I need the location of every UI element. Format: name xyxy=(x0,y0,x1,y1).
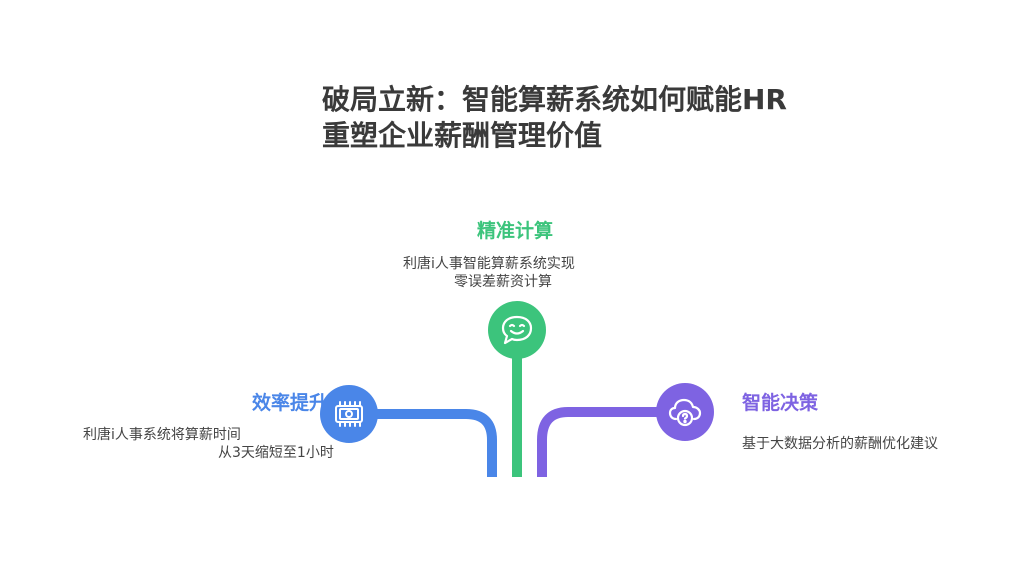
decision-heading: 智能决策 xyxy=(742,392,819,414)
cloud-question-icon xyxy=(668,398,702,427)
decision-description: 基于大数据分析的薪酬优化建议 xyxy=(742,435,938,453)
accuracy-desc-line-2: 零误差薪资计算 xyxy=(454,274,552,290)
accuracy-desc-line-1: 利唐i人事智能算薪系统实现 xyxy=(403,256,575,272)
efficiency-desc-line-1: 利唐i人事系统将算薪时间 xyxy=(83,427,241,443)
efficiency-circle xyxy=(320,385,378,443)
title-line-1: 破局立新：智能算薪系统如何赋能HR xyxy=(322,83,787,116)
chat-smile-icon xyxy=(501,315,533,345)
decision-desc-line-1: 基于大数据分析的薪酬优化建议 xyxy=(742,436,938,452)
efficiency-heading: 效率提升 xyxy=(252,392,329,414)
purple-connector xyxy=(537,407,684,477)
efficiency-description: 利唐i人事系统将算薪时间 从3天缩短至1小时 xyxy=(83,426,334,462)
decision-circle xyxy=(656,383,714,441)
chip-icon xyxy=(335,401,363,427)
page-title: 破局立新：智能算薪系统如何赋能HR 重塑企业薪酬管理价值 xyxy=(322,82,882,154)
title-line-2: 重塑企业薪酬管理价值 xyxy=(322,119,603,152)
accuracy-circle xyxy=(488,301,546,359)
efficiency-desc-line-2: 从3天缩短至1小时 xyxy=(218,445,334,461)
accuracy-description: 利唐i人事智能算薪系统实现 零误差薪资计算 xyxy=(397,255,581,291)
blue-connector xyxy=(349,409,497,477)
accuracy-heading: 精准计算 xyxy=(477,220,554,242)
